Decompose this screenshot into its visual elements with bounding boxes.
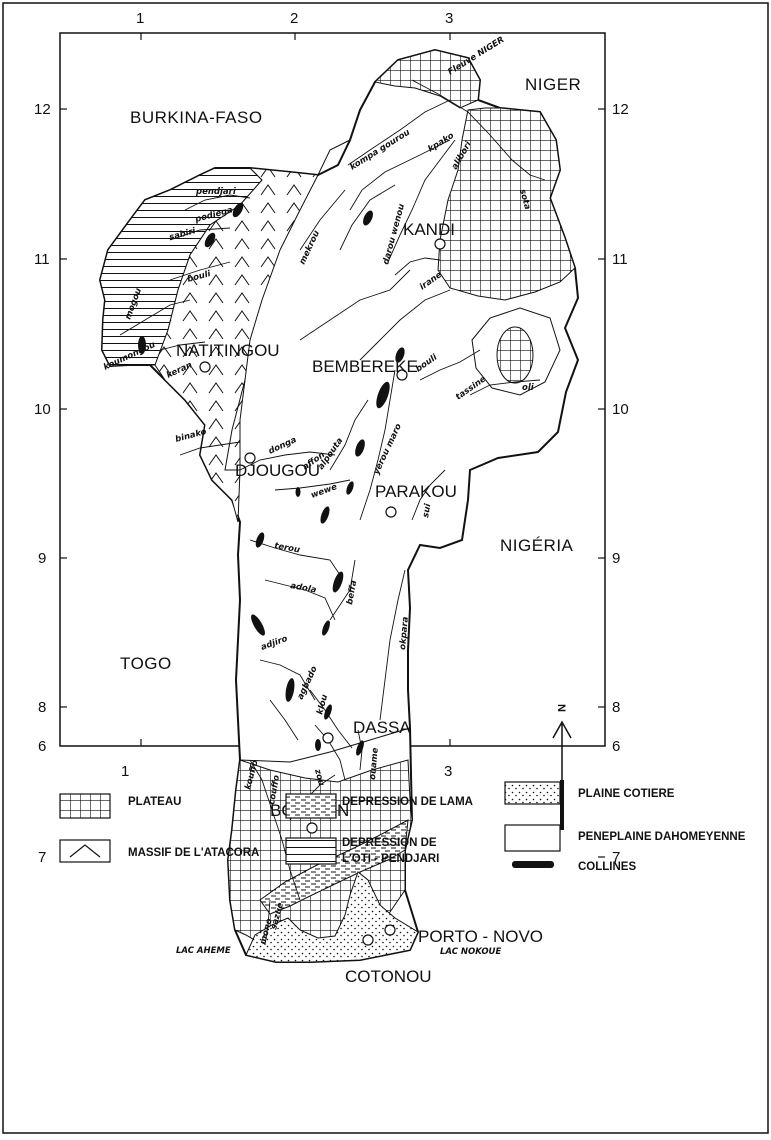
label-kandi: KANDI bbox=[403, 220, 455, 239]
lat-tick-left-8: 8 bbox=[38, 699, 46, 716]
label-nigeria: NIGÉRIA bbox=[500, 536, 574, 555]
lon-tick-top-2: 2 bbox=[290, 10, 298, 27]
legend-swatch-peneplaine bbox=[504, 824, 561, 852]
region-coastal-plain bbox=[245, 871, 419, 963]
label-bembereke: BEMBEREKE bbox=[312, 357, 418, 376]
north-arrow: N bbox=[552, 704, 572, 830]
label-parakou: PARAKOU bbox=[375, 482, 457, 501]
lon-tick-top-1: 1 bbox=[136, 10, 144, 27]
legend-swatch-lama bbox=[285, 793, 337, 819]
river-label-ouame: ouame bbox=[368, 747, 381, 780]
lat-tick-left-11: 11 bbox=[34, 251, 50, 268]
legend-label-plateau: PLATEAU bbox=[128, 796, 181, 808]
region-atacora-massif bbox=[154, 167, 319, 523]
physiographic-boundaries bbox=[224, 139, 411, 763]
river-label-oli: oli bbox=[522, 383, 535, 393]
legend-label-oti-2: L'OTI - PENDJARI bbox=[342, 853, 439, 865]
lat-tick-right-11: 11 bbox=[612, 251, 628, 268]
label-porto-novo: PORTO - NOVO bbox=[418, 927, 543, 946]
label-djougou: DJOUGOU bbox=[235, 461, 320, 480]
region-plateau-oli-contour bbox=[471, 307, 561, 396]
region-plateau-north-tip bbox=[373, 49, 481, 109]
legend-label-oti-1: DEPRESSION DE bbox=[342, 837, 437, 849]
legend-label-plaine: PLAINE COTIERE bbox=[578, 788, 675, 800]
lat-tick-left-10: 10 bbox=[34, 401, 51, 418]
label-dassa: DASSA bbox=[353, 718, 411, 737]
legend-label-lama: DEPRESSION DE LAMA bbox=[342, 796, 473, 808]
region-plateau-enclave bbox=[496, 326, 534, 384]
lat-tick-left-12: 12 bbox=[34, 101, 51, 118]
legend: PLATEAU MASSIF DE L'ATACORA DEPRESSION D… bbox=[59, 781, 746, 873]
lat-tick-right-7: 7 bbox=[612, 849, 620, 866]
lat-tick-left-6: 6 bbox=[38, 738, 46, 755]
river-label-okpara: okpara bbox=[398, 616, 411, 650]
lat-tick-right-8: 8 bbox=[612, 699, 620, 716]
label-cotonou: COTONOU bbox=[345, 967, 432, 986]
river-network bbox=[119, 79, 546, 946]
legend-swatch-plateau bbox=[59, 793, 111, 819]
legend-swatch-plaine bbox=[504, 781, 561, 805]
river-label-sui: sui bbox=[421, 502, 433, 519]
lat-tick-right-6: 6 bbox=[612, 738, 620, 755]
label-lac-nokoue: LAC NOKOUE bbox=[440, 947, 501, 957]
lat-tick-right-12: 12 bbox=[612, 101, 629, 118]
lon-tick-top-3: 3 bbox=[445, 10, 453, 27]
region-plateau-kandi bbox=[437, 107, 576, 301]
lon-tick-bottom-1: 1 bbox=[121, 763, 129, 780]
lat-tick-right-9: 9 bbox=[612, 550, 620, 567]
river-label-terou: terou bbox=[273, 541, 300, 555]
river-label-zou: zou bbox=[312, 767, 326, 787]
lon-tick-bottom-3: 3 bbox=[444, 763, 452, 780]
label-togo: TOGO bbox=[120, 654, 172, 673]
north-arrow-label: N bbox=[555, 704, 567, 712]
collines-markers bbox=[138, 202, 405, 756]
legend-label-collines: COLLINES bbox=[578, 861, 636, 873]
river-label-adola: adola bbox=[289, 581, 317, 595]
legend-label-peneplaine: PENEPLAINE DAHOMEYENNE bbox=[578, 831, 746, 843]
label-lac-aheme: LAC AHEME bbox=[176, 946, 231, 956]
legend-swatch-oti bbox=[285, 837, 337, 865]
city-markers bbox=[199, 238, 446, 946]
label-natitingou: NATITINGOU bbox=[176, 341, 280, 360]
lat-tick-left-7: 7 bbox=[38, 849, 46, 866]
river-label-beffa: beffa bbox=[345, 579, 359, 605]
label-niger: NIGER bbox=[525, 75, 581, 94]
lat-tick-left-9: 9 bbox=[38, 550, 46, 567]
legend-swatch-massif bbox=[59, 839, 111, 863]
legend-swatch-collines bbox=[512, 861, 554, 868]
legend-label-massif: MASSIF DE L'ATACORA bbox=[128, 847, 259, 859]
label-burkina-faso: BURKINA-FASO bbox=[130, 108, 263, 127]
river-label-pendjari: pendjari bbox=[195, 187, 237, 197]
lat-tick-right-10: 10 bbox=[612, 401, 629, 418]
